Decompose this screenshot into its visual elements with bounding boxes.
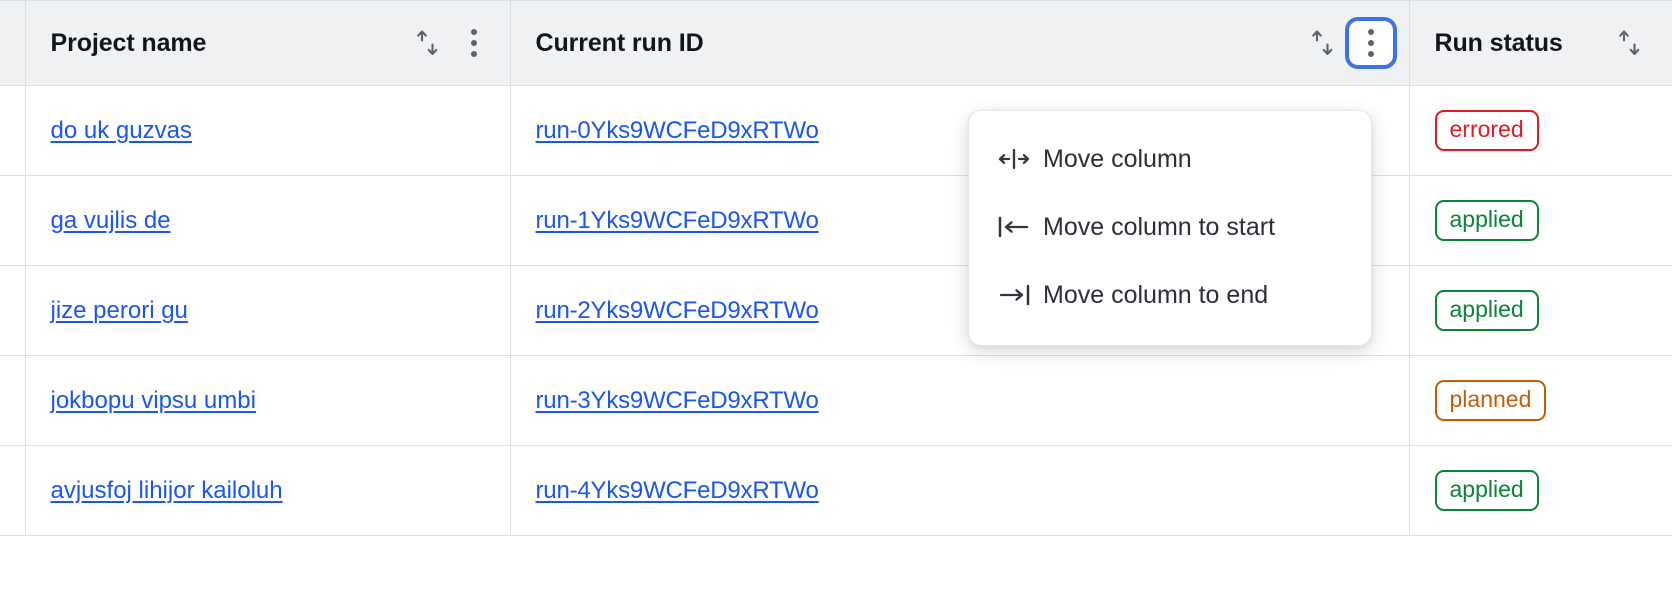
- run-id-link[interactable]: run-3Yks9WCFeD9xRTWo: [535, 386, 819, 414]
- cell-project-name: jokbopu vipsu umbi: [25, 355, 511, 446]
- run-id-link[interactable]: run-1Yks9WCFeD9xRTWo: [535, 206, 819, 234]
- run-id-link[interactable]: run-4Yks9WCFeD9xRTWo: [535, 476, 819, 504]
- cell-project-name: ga vujlis de: [25, 175, 511, 266]
- cell-project-name: do uk guzvas: [25, 85, 511, 176]
- table-row: do uk guzvas run-0Yks9WCFeD9xRTWo errored: [0, 85, 1672, 176]
- cell-current-run-id: run-3Yks9WCFeD9xRTWo: [510, 355, 1410, 446]
- status-badge: applied: [1434, 289, 1539, 332]
- menu-item-move-column[interactable]: Move column: [969, 125, 1371, 193]
- cell-run-status: planned: [1409, 355, 1672, 446]
- menu-item-label: Move column to end: [1043, 280, 1269, 309]
- status-badge: applied: [1434, 469, 1539, 512]
- move-column-icon: [997, 147, 1035, 171]
- row-select-cell[interactable]: [0, 445, 26, 536]
- cell-current-run-id: run-4Yks9WCFeD9xRTWo: [510, 445, 1410, 536]
- table-row: jize perori gu run-2Yks9WCFeD9xRTWo applie…: [0, 265, 1672, 356]
- status-badge: planned: [1434, 379, 1547, 422]
- column-menu-button-project-name[interactable]: [454, 23, 494, 63]
- project-name-link[interactable]: ga vujlis de: [50, 206, 171, 234]
- menu-item-move-column-to-start[interactable]: Move column to start: [969, 193, 1371, 261]
- sort-button-current-run-id[interactable]: [1303, 23, 1343, 63]
- header-row: Project name: [0, 0, 1672, 86]
- status-badge: errored: [1434, 109, 1539, 152]
- menu-item-move-column-to-end[interactable]: Move column to end: [969, 261, 1371, 329]
- table-row: avjusfoj lihijor kailoluh run-4Yks9WCFeD9…: [0, 445, 1672, 536]
- cell-run-status: errored: [1409, 85, 1672, 176]
- table-header: Project name: [0, 0, 1672, 86]
- row-select-cell[interactable]: [0, 175, 26, 266]
- row-select-cell[interactable]: [0, 265, 26, 356]
- project-name-link[interactable]: avjusfoj lihijor kailoluh: [50, 476, 283, 504]
- sort-button-project-name[interactable]: [408, 23, 448, 63]
- header-label-run-status: Run status: [1434, 28, 1563, 57]
- column-menu-button-current-run-id[interactable]: [1348, 21, 1393, 65]
- row-select-cell[interactable]: [0, 355, 26, 446]
- cell-project-name: avjusfoj lihijor kailoluh: [25, 445, 511, 536]
- cell-run-status: applied: [1409, 265, 1672, 356]
- project-name-link[interactable]: do uk guzvas: [50, 116, 192, 144]
- menu-item-label: Move column: [1043, 144, 1192, 173]
- project-name-link[interactable]: jokbopu vipsu umbi: [50, 386, 256, 414]
- header-label-current-run-id: Current run ID: [535, 28, 704, 57]
- projects-table: Project name: [0, 0, 1672, 536]
- cell-run-status: applied: [1409, 445, 1672, 536]
- column-options-menu: Move column Move column to start Move co…: [968, 110, 1372, 346]
- header-run-status: Run status: [1409, 0, 1672, 86]
- header-select-column: [0, 0, 26, 86]
- column-options-kebab-icon: [470, 29, 477, 57]
- project-name-link[interactable]: jize perori gu: [50, 296, 188, 324]
- status-badge: applied: [1434, 199, 1539, 242]
- menu-item-label: Move column to start: [1043, 212, 1276, 241]
- cell-run-status: applied: [1409, 175, 1672, 266]
- sort-ascending-descending-icon: [1619, 30, 1640, 56]
- header-label-project-name: Project name: [50, 28, 207, 57]
- cell-project-name: jize perori gu: [25, 265, 511, 356]
- sort-button-run-status[interactable]: [1610, 23, 1650, 63]
- move-column-to-end-icon: [997, 283, 1035, 307]
- row-select-cell[interactable]: [0, 85, 26, 176]
- table-row: ga vujlis de run-1Yks9WCFeD9xRTWo applied: [0, 175, 1672, 266]
- column-options-kebab-icon: [1367, 29, 1374, 57]
- table-body: do uk guzvas run-0Yks9WCFeD9xRTWo errored g…: [0, 85, 1672, 536]
- move-column-to-start-icon: [997, 215, 1035, 239]
- sort-ascending-descending-icon: [1311, 30, 1332, 56]
- run-id-link[interactable]: run-0Yks9WCFeD9xRTWo: [535, 116, 819, 144]
- sort-ascending-descending-icon: [416, 30, 437, 56]
- header-project-name: Project name: [25, 0, 511, 86]
- table-row: jokbopu vipsu umbi run-3Yks9WCFeD9xRTWo pl…: [0, 355, 1672, 446]
- run-id-link[interactable]: run-2Yks9WCFeD9xRTWo: [535, 296, 819, 324]
- header-current-run-id: Current run ID: [510, 0, 1410, 86]
